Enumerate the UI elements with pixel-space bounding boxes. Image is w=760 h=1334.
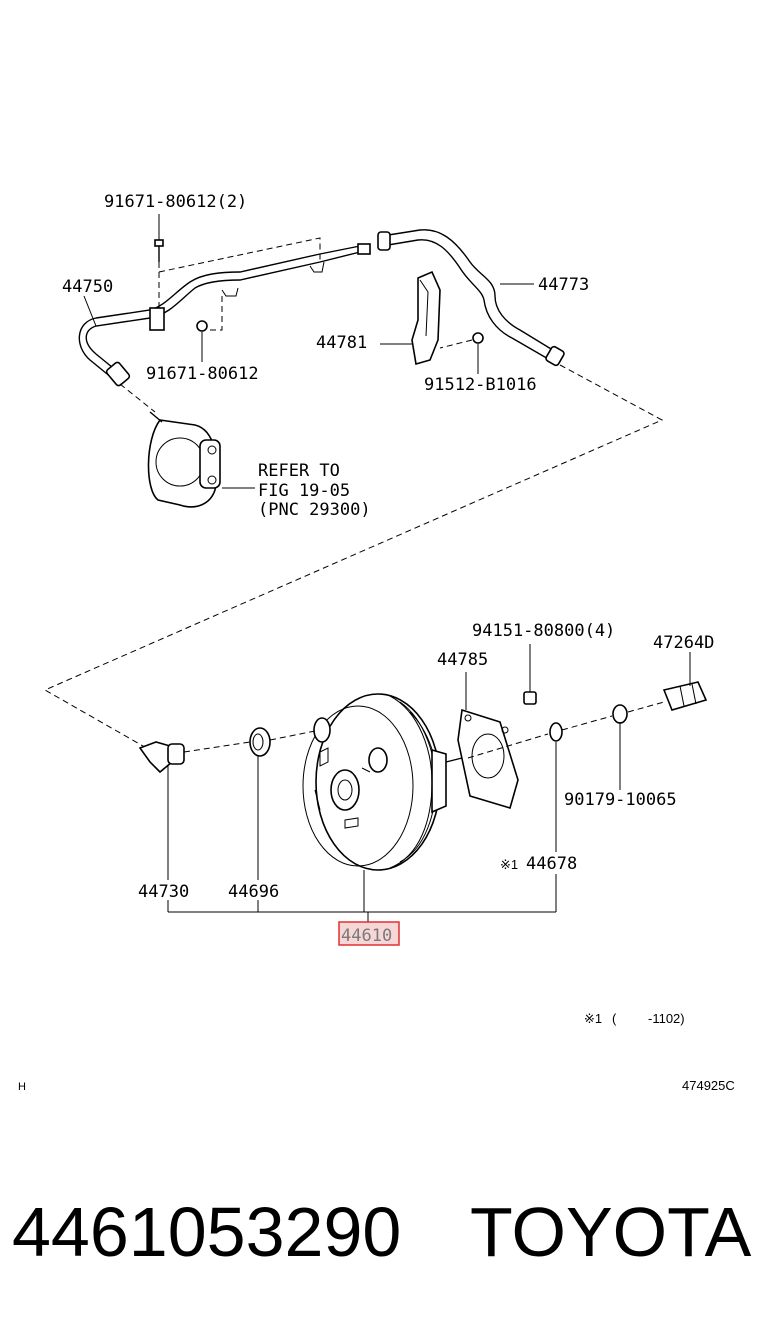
label-91671-80612-2: 91671-80612(2) (104, 192, 247, 212)
vacuum-pump (147, 411, 221, 508)
label-91512-b1016: 91512-B1016 (424, 375, 537, 395)
label-44696: 44696 (228, 882, 279, 902)
brake-booster (302, 693, 463, 871)
label-44678-mark: ※1 (500, 857, 518, 872)
label-44750: 44750 (62, 277, 113, 297)
banner-part-number: 4461053290 (12, 1193, 401, 1271)
clevis (662, 681, 708, 711)
check-valve (138, 741, 185, 774)
label-44610: 44610 (341, 926, 392, 946)
refer-line-3: (PNC 29300) (258, 500, 371, 520)
label-94151-80800-4: 94151-80800(4) (472, 621, 615, 641)
washer (549, 722, 563, 742)
label-44773: 44773 (538, 275, 589, 295)
label-44730: 44730 (138, 882, 189, 902)
label-47264d: 47264D (653, 633, 714, 653)
clevis-nut (612, 704, 628, 724)
label-91671-80612: 91671-80612 (146, 364, 259, 384)
footnote-mark: ※1 (584, 1011, 602, 1026)
vacuum-hose-assembly (78, 214, 565, 508)
brake-booster-assembly (138, 644, 708, 922)
corner-code: H (18, 1081, 26, 1093)
highlight-box (338, 921, 400, 946)
refer-line-2: FIG 19-05 (258, 481, 350, 501)
nut (523, 691, 537, 705)
footnote-range: -1102) (648, 1011, 685, 1026)
banner-brand: TOYOTA (470, 1193, 752, 1271)
grommet (249, 727, 271, 757)
footnote-open: ( (612, 1011, 617, 1026)
label-44678: 44678 (526, 854, 577, 874)
hose-connection-line (43, 364, 664, 751)
figure-code: 474925C (682, 1078, 735, 1093)
refer-line-1: REFER TO (258, 461, 340, 481)
label-44785: 44785 (437, 650, 488, 670)
label-90179-10065: 90179-10065 (564, 790, 677, 810)
gasket-plate (457, 708, 519, 809)
label-44781: 44781 (316, 333, 367, 353)
